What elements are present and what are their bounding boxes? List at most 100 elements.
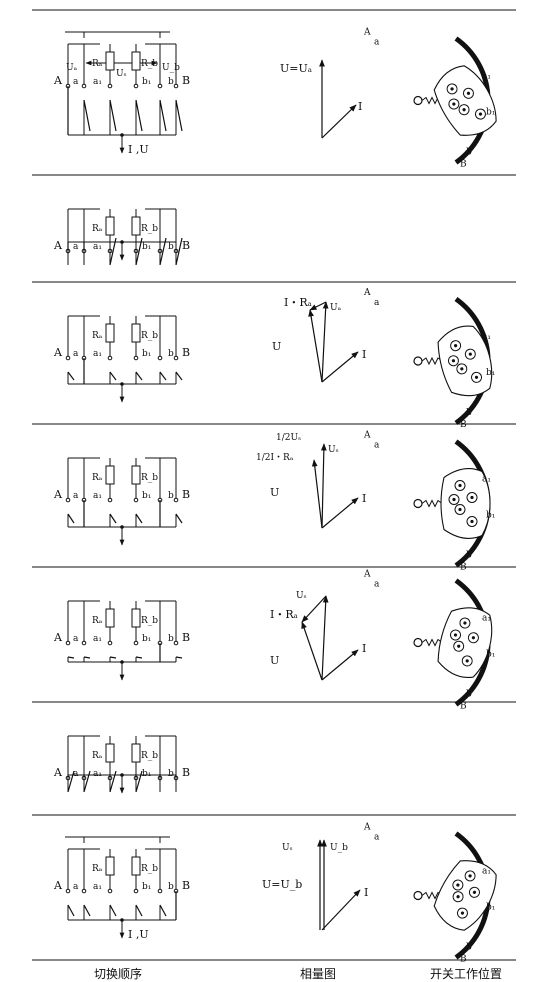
phasor-label-us: Uₛ [282, 843, 293, 853]
resistor-rb [131, 51, 141, 71]
resistor-ra [105, 743, 115, 763]
resistor-label-a: Rₐ [92, 473, 103, 483]
resistor-rb [131, 465, 141, 485]
switch-label-A: A [363, 570, 371, 580]
row-separators [32, 9, 516, 961]
switch-label-a: a [374, 441, 380, 451]
voltage-label-s: Uₛ [116, 69, 127, 79]
switch-contact [133, 888, 139, 894]
resistor-label-b: R_b [141, 331, 158, 341]
phasor-label-ir: I・Rₐ [284, 296, 312, 309]
tap-label-a1: a₁ [93, 882, 102, 892]
phasor-label-ub: U_b [330, 843, 348, 853]
spring-icon [421, 356, 443, 366]
tap-label-b1: b₁ [142, 882, 151, 892]
tap-label-b: b [168, 242, 174, 252]
phasor-label-u: U [272, 340, 281, 353]
pivot [413, 637, 423, 648]
resistor-ra [105, 216, 115, 236]
phasor-label-i: I [358, 100, 362, 113]
phasor-i [321, 649, 359, 681]
pivot [413, 356, 423, 366]
phasor-label-ir: I・Rₐ [270, 608, 298, 621]
voltage-label-b: U_b [162, 63, 180, 73]
tap-label-B: B [182, 239, 190, 252]
switch-label-a1: a₁ [482, 614, 491, 624]
switch-label-A: A [363, 28, 371, 38]
resistor-label-a: Rₐ [92, 331, 103, 341]
switch-contact [157, 355, 163, 361]
resistor-label-b: R_b [141, 864, 158, 874]
switch-contact [157, 888, 163, 894]
switch-contact [81, 83, 87, 89]
voltage-label-a: Uₐ [66, 63, 78, 73]
tap-label-a1: a₁ [93, 634, 102, 644]
phasor-label-us: Uₛ [328, 445, 339, 455]
resistor-label-b: R_b [141, 224, 158, 234]
tap-label-a1: a₁ [93, 77, 102, 87]
resistor-label-a: Rₐ [92, 864, 103, 874]
switch-contact [107, 355, 113, 361]
switch-contact [133, 355, 139, 361]
output-node [120, 918, 124, 922]
switch-label-a: a [374, 833, 380, 843]
switch-contact [173, 640, 179, 646]
switch-label-A: A [363, 823, 371, 833]
tap-label-B: B [182, 488, 190, 501]
tap-label-a: a [73, 77, 79, 87]
tap-label-b1: b₁ [142, 349, 151, 359]
switch-contact [173, 83, 179, 89]
switch-label-b: b [466, 408, 472, 418]
phasor-label-u: U [270, 654, 279, 667]
tap-label-a: a [73, 242, 79, 252]
tap-label-b1: b₁ [142, 491, 151, 501]
phasor-label-i: I [362, 492, 366, 505]
switch-label-a: a [374, 38, 380, 48]
tap-label-a1: a₁ [93, 242, 102, 252]
caption-sequence: 切换顺序 [94, 966, 142, 981]
phasor-label-ir-half: 1/2I・Rₐ [256, 453, 294, 463]
switch-contact [107, 497, 113, 503]
caption-switch-position: 开关工作位置 [430, 966, 502, 981]
switch-contact [107, 888, 113, 894]
pivot [413, 95, 423, 106]
switch-label-B: B [460, 563, 467, 573]
tap-label-b1: b₁ [142, 242, 151, 252]
switch-contact [133, 640, 139, 646]
phasor-i [321, 497, 359, 529]
output-label: I ,U [128, 928, 149, 941]
switch-label-b: b [466, 943, 472, 953]
tap-label-b1: b₁ [142, 769, 151, 779]
pivot [413, 498, 423, 509]
tap-label-b1: b₁ [142, 634, 151, 644]
switch-label-a1: a₁ [482, 867, 491, 877]
resistor-ra [105, 465, 115, 485]
tap-label-a1: a₁ [93, 769, 102, 779]
tap-label-b: b [168, 77, 174, 87]
output-node [120, 773, 124, 777]
switch-contact [173, 355, 179, 361]
switch-contact [133, 83, 139, 89]
switch-label-a1: a₁ [482, 332, 491, 342]
switch-label-b1: b₁ [486, 511, 495, 521]
tap-label-a: a [73, 769, 79, 779]
tap-label-a: a [73, 349, 79, 359]
switch-label-b: b [466, 148, 472, 158]
phasor-label-i: I [362, 642, 366, 655]
resistor-label-b: R_b [141, 473, 158, 483]
